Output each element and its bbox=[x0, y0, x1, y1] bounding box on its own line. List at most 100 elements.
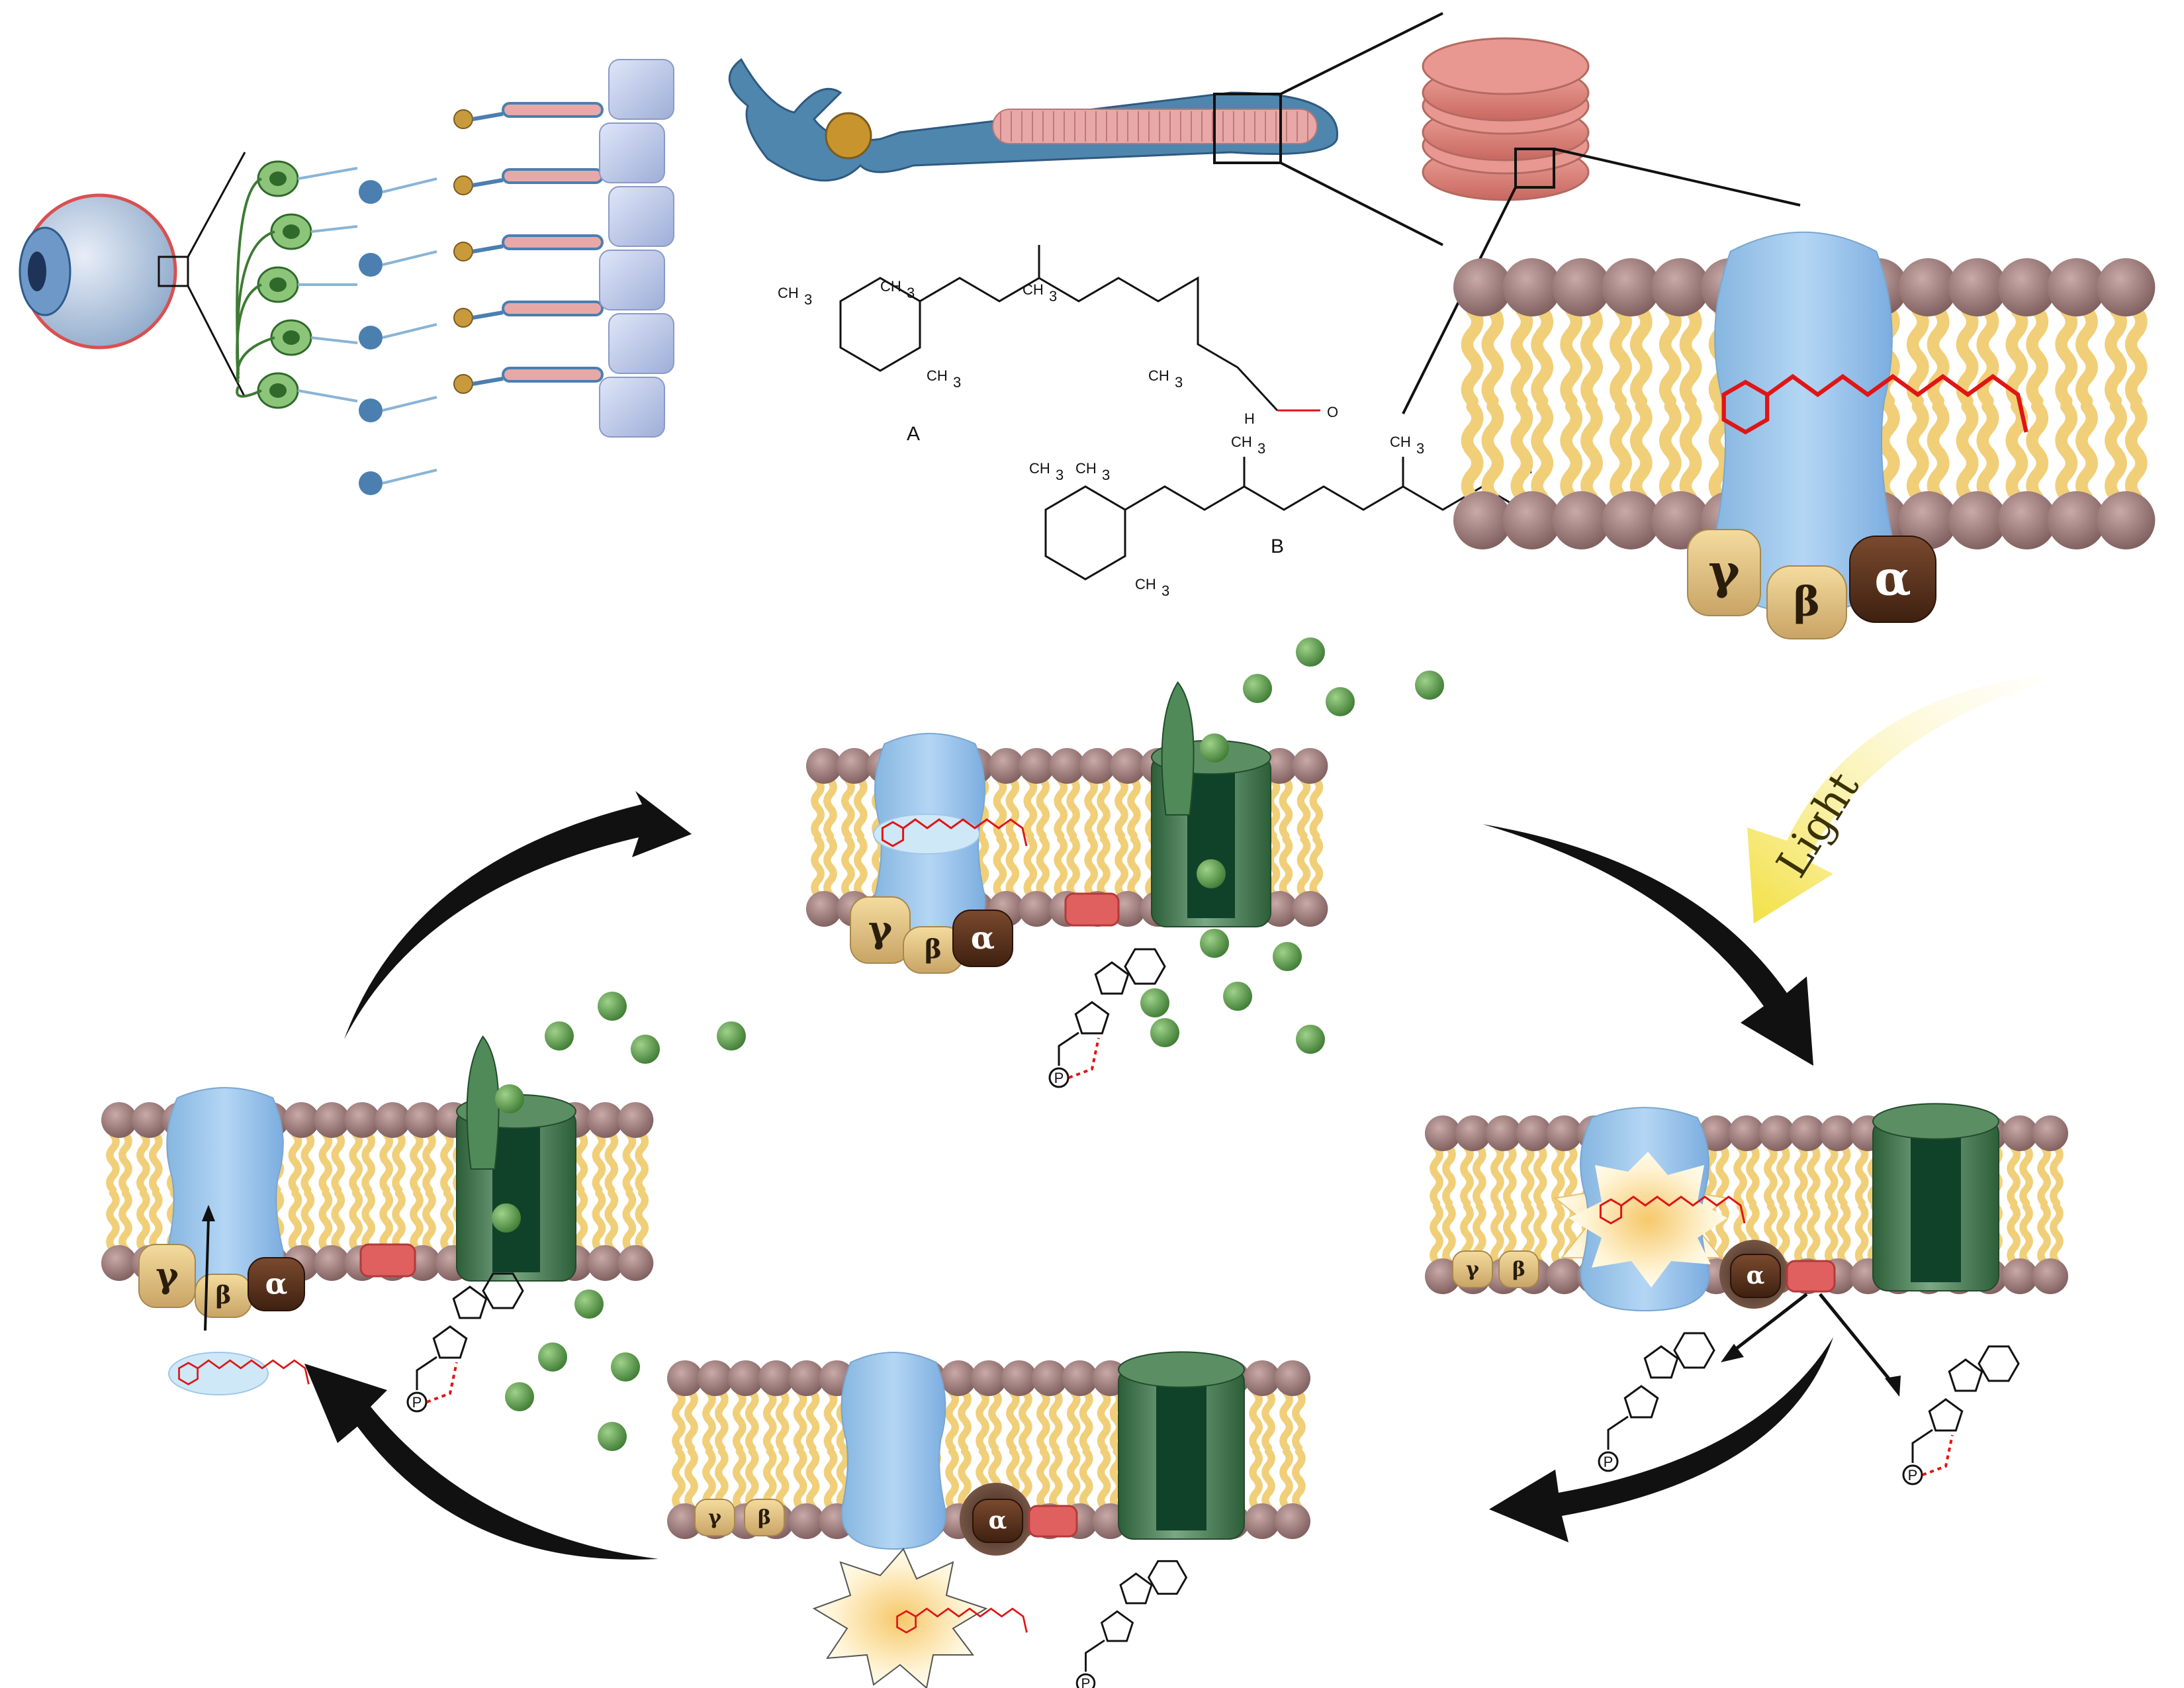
lipid-tail bbox=[1976, 400, 1999, 504]
subunit-label-gamma: γ bbox=[708, 1506, 721, 1529]
retinal-return-line bbox=[204, 1217, 210, 1331]
lipid-tail bbox=[349, 1130, 363, 1194]
lipid-tail bbox=[805, 1388, 820, 1452]
lipid-head bbox=[1552, 258, 1611, 316]
subunit-label-beta: β bbox=[1512, 1258, 1525, 1281]
cgmp-link bbox=[416, 1356, 437, 1390]
subunit-body bbox=[1730, 1254, 1781, 1298]
channel-gate bbox=[466, 1035, 500, 1170]
lipid-tail bbox=[2019, 1203, 2033, 1266]
lipid-tail bbox=[1005, 835, 1020, 899]
retinal-ring bbox=[881, 821, 905, 847]
bipolar-cell bbox=[359, 253, 383, 277]
phosphate-label: P bbox=[1054, 1070, 1064, 1086]
lipid-tail bbox=[1249, 1388, 1263, 1452]
disk-top bbox=[1422, 37, 1590, 95]
lipid-tail bbox=[1292, 1388, 1306, 1452]
lipid-tail bbox=[945, 1448, 960, 1511]
lipid-tail bbox=[422, 1190, 436, 1253]
lipid-tail bbox=[2075, 400, 2098, 504]
lipid-head bbox=[1651, 258, 1710, 316]
lipid-tail bbox=[1510, 400, 1533, 504]
lipid-head bbox=[1502, 491, 1561, 549]
channel-pore bbox=[1911, 1127, 1961, 1282]
lipid-tail bbox=[1659, 400, 1682, 504]
cyclic-phosphate-bond bbox=[1068, 1037, 1100, 1079]
channel-state-3 bbox=[1118, 1351, 1245, 1540]
lipid-tail bbox=[958, 1388, 972, 1452]
lipid-tail bbox=[1006, 1388, 1020, 1452]
subunit-gamma-zoom: γ bbox=[1687, 529, 1761, 616]
lipid-tail bbox=[684, 1448, 698, 1511]
rod-outer-segment bbox=[502, 301, 604, 316]
lipid-tail bbox=[148, 1130, 163, 1194]
lipid-tail bbox=[410, 1190, 424, 1253]
sodium-ion bbox=[1296, 1025, 1325, 1054]
bipolar-process bbox=[382, 250, 437, 266]
subunit-body bbox=[1849, 536, 1936, 623]
lipid-tail bbox=[1292, 1448, 1306, 1511]
methyl-label: CH bbox=[1023, 281, 1044, 298]
lipid-tail bbox=[793, 1388, 807, 1452]
lipid-tail bbox=[106, 1190, 120, 1253]
lipid-tail bbox=[1430, 1203, 1443, 1266]
lipid-tail bbox=[1309, 776, 1324, 839]
light-indicator: Light bbox=[1747, 675, 2045, 923]
lipid-tail bbox=[1837, 1143, 1851, 1207]
methyl-label: CH bbox=[1029, 460, 1050, 477]
cgmp-link bbox=[1058, 1031, 1079, 1066]
lipid-head bbox=[375, 1102, 411, 1138]
lipid-tail bbox=[1460, 1143, 1474, 1207]
cycle-arrow-1 bbox=[344, 791, 692, 1039]
phosphate-circle bbox=[1598, 1451, 1619, 1472]
lipid-head bbox=[2097, 491, 2156, 549]
lipid-head bbox=[758, 1360, 794, 1396]
lipid-tail bbox=[604, 1130, 619, 1194]
lipid-head bbox=[1948, 258, 2007, 316]
pigment-epithelium-cell bbox=[599, 122, 665, 183]
lipid-tail bbox=[1127, 776, 1141, 839]
lipid-tail bbox=[2026, 400, 2049, 504]
phosphate-label: P bbox=[1081, 1676, 1091, 1688]
lipid-tail bbox=[1794, 1203, 1808, 1266]
methyl-label: CH bbox=[880, 278, 901, 295]
lipid-tail bbox=[422, 1130, 436, 1194]
lipid-tail bbox=[993, 835, 1007, 899]
lipid-tail bbox=[1533, 1203, 1547, 1266]
subunit-label-beta: β bbox=[1794, 579, 1821, 626]
lipid-head bbox=[1079, 748, 1116, 784]
lipid-tail bbox=[1249, 1448, 1263, 1511]
subunit-label-gamma: γ bbox=[868, 908, 893, 951]
lipid-tail bbox=[976, 1388, 989, 1452]
lipid-tail bbox=[1520, 1143, 1535, 1207]
lipid-tail bbox=[1054, 835, 1068, 899]
axon bbox=[310, 225, 358, 233]
cyclic-phosphate-bond bbox=[426, 1362, 458, 1403]
sodium-ion bbox=[545, 1021, 574, 1051]
lipid-tail bbox=[775, 1388, 790, 1452]
lipid-head bbox=[2047, 491, 2106, 549]
lipid-tail bbox=[1837, 1203, 1851, 1266]
rod-inner bbox=[472, 244, 504, 254]
lipid-tail bbox=[574, 1130, 588, 1194]
lipid-tail bbox=[1481, 304, 1504, 407]
subunit-label-alpha: α bbox=[971, 920, 995, 957]
pde-enzyme bbox=[1064, 892, 1120, 927]
lipid-tail bbox=[392, 1130, 406, 1194]
lipid-tail bbox=[2007, 1203, 2021, 1266]
phosphate-circle bbox=[406, 1391, 428, 1413]
cgmp-sugar-ring bbox=[432, 1325, 468, 1359]
rod-inner bbox=[472, 310, 504, 320]
lipid-head bbox=[405, 1102, 441, 1138]
sodium-ion bbox=[1273, 942, 1302, 971]
lipid-tail bbox=[1036, 1448, 1050, 1511]
lipid-tail bbox=[993, 776, 1007, 839]
light-arrow bbox=[1747, 675, 2045, 923]
lipid-tail bbox=[361, 1130, 376, 1194]
optic-fiber bbox=[236, 386, 262, 398]
lipid-tail bbox=[1629, 400, 1653, 504]
lipid-tail bbox=[702, 1448, 716, 1511]
phosphate-circle bbox=[1902, 1464, 1923, 1485]
sodium-ion bbox=[1200, 929, 1229, 958]
lipid-tail bbox=[811, 835, 825, 899]
